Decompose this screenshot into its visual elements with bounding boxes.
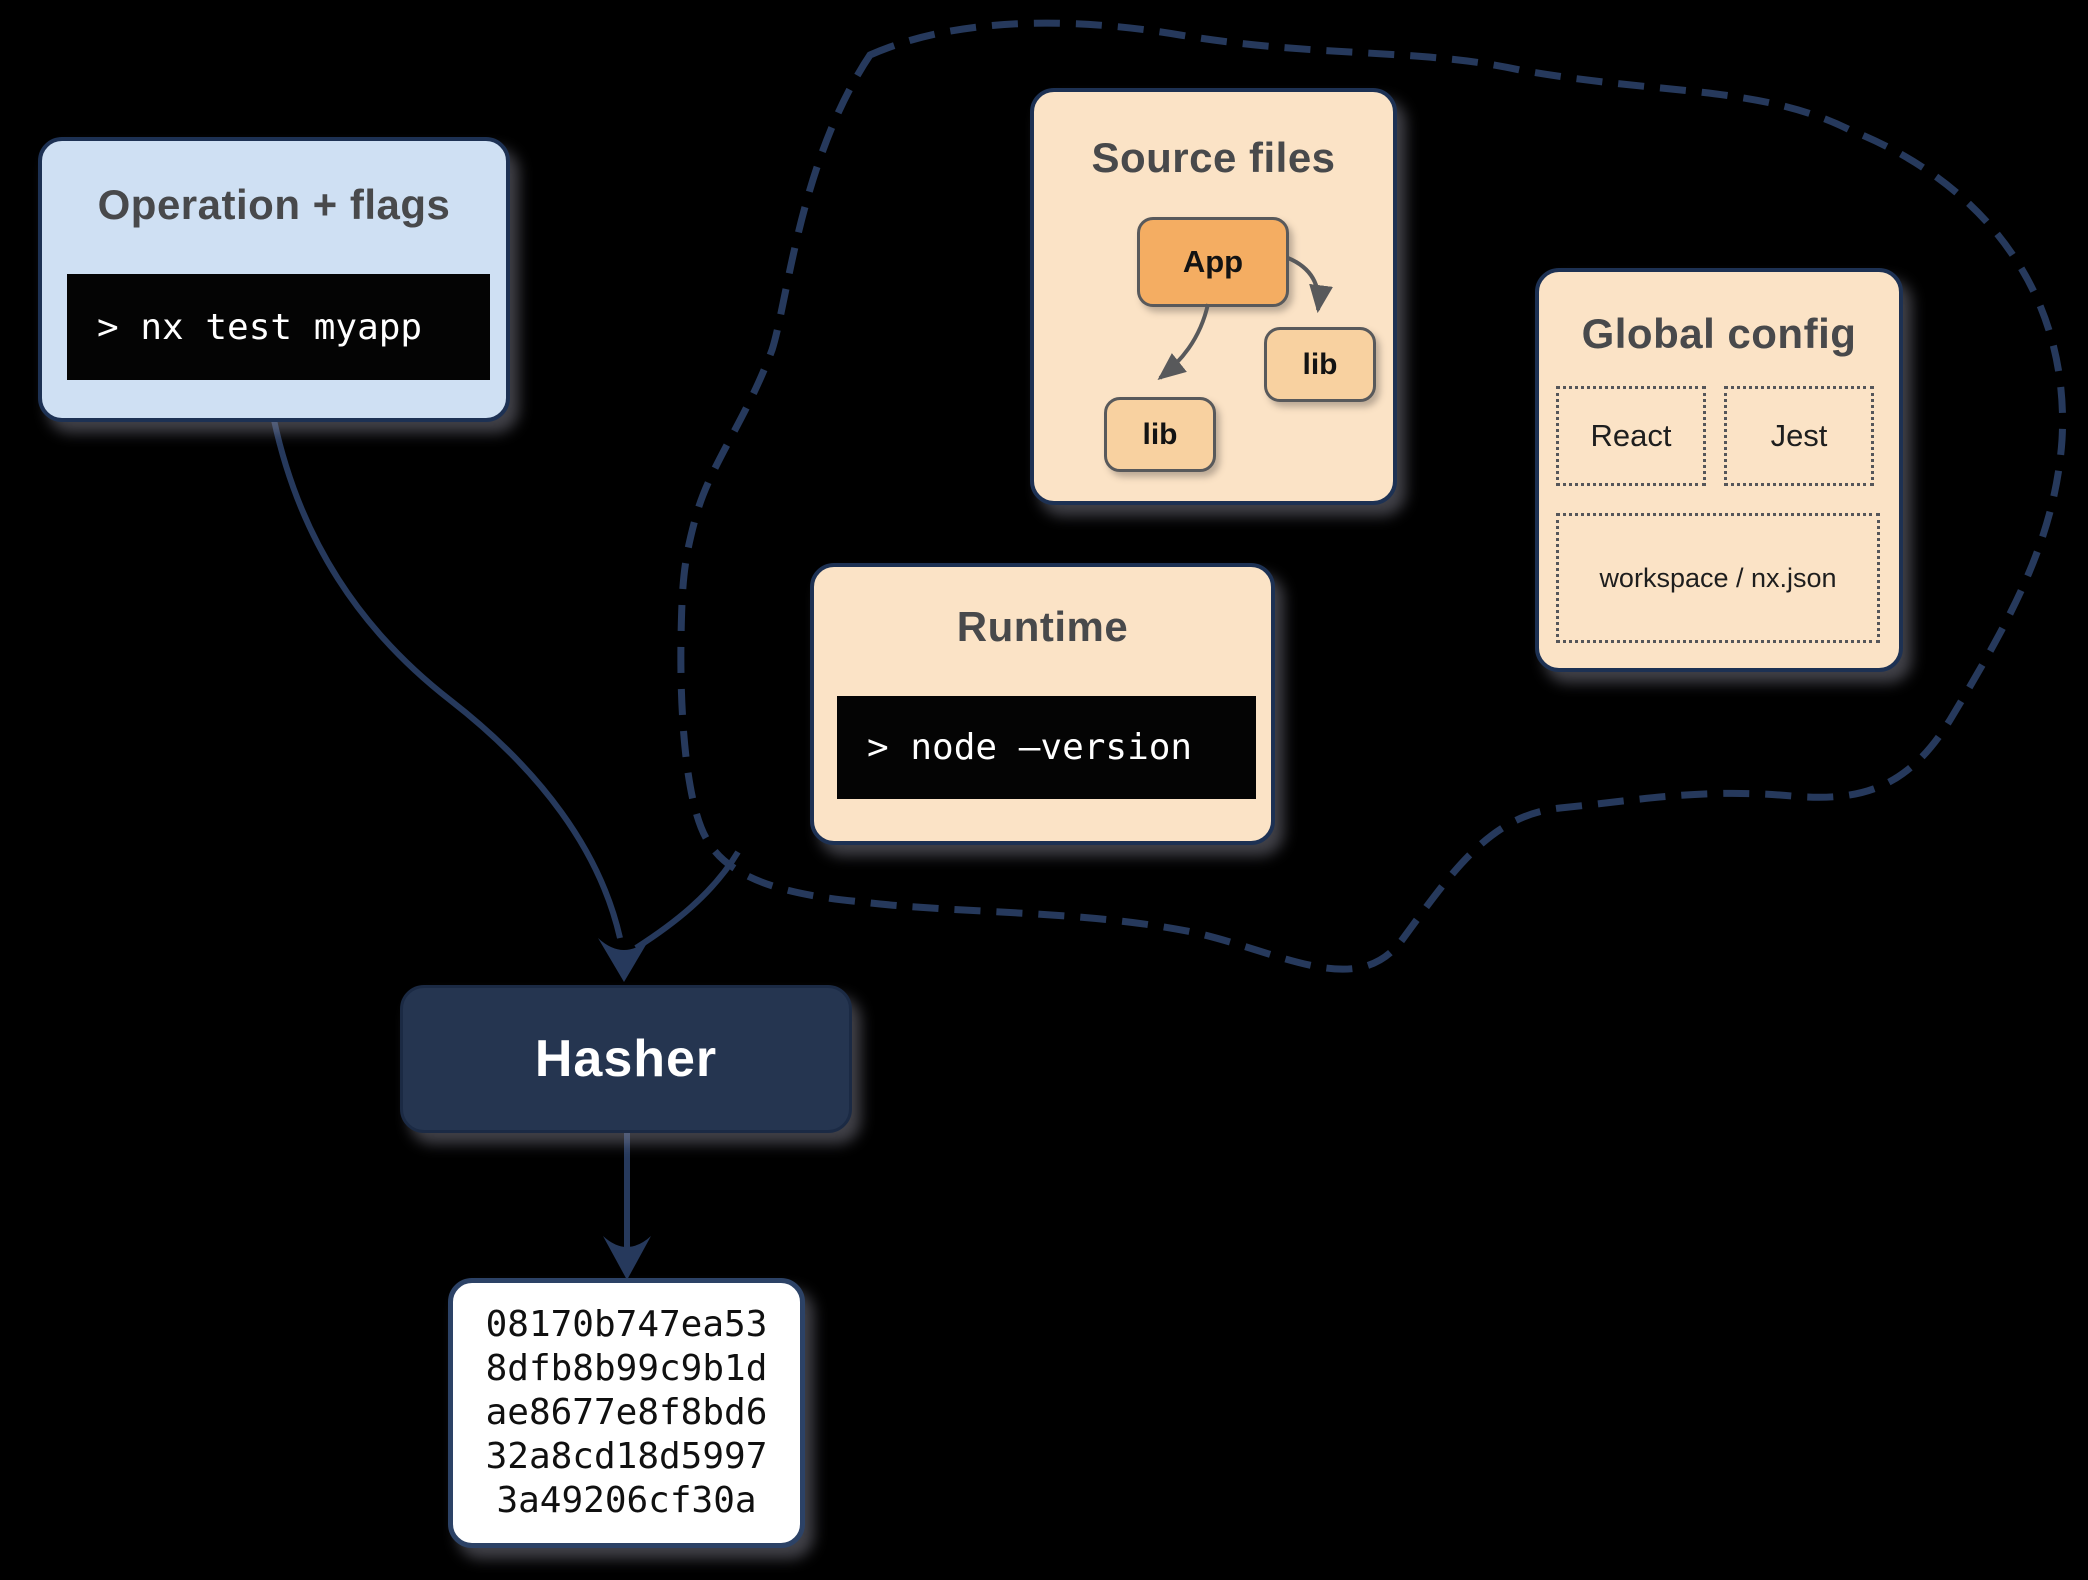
config-cell-react: React	[1556, 386, 1706, 486]
global-config-title: Global config	[1581, 310, 1857, 357]
operation-command: > nx test myapp	[97, 306, 423, 348]
global-config-box: Global config React Jest workspace / nx.…	[1535, 268, 1903, 672]
config-cell-workspace: workspace / nx.json	[1556, 513, 1880, 643]
runtime-title: Runtime	[956, 603, 1129, 650]
runtime-terminal: > node –version	[837, 696, 1256, 799]
source-files-box: Source files App lib lib	[1030, 88, 1397, 505]
hash-line: 08170b747ea53	[485, 1304, 768, 1345]
cloud-to-hasher-arrow	[634, 850, 741, 951]
lib-node: lib	[1264, 327, 1376, 402]
hash-output-box: 08170b747ea53 8dfb8b99c9b1d ae8677e8f8bd…	[448, 1278, 805, 1548]
hash-line: ae8677e8f8bd6	[485, 1392, 768, 1433]
runtime-command: > node –version	[867, 727, 1193, 768]
merge-arrowhead	[598, 938, 650, 982]
operation-flags-title: Operation + flags	[97, 181, 451, 228]
hash-line: 32a8cd18d5997	[485, 1436, 768, 1477]
hasher-box: Hasher	[400, 985, 852, 1133]
operation-to-hasher-arrow	[271, 419, 623, 939]
hash-arrowhead	[603, 1236, 651, 1280]
hash-line: 3a49206cf30a	[496, 1480, 757, 1521]
runtime-box: Runtime > node –version	[810, 563, 1275, 845]
operation-terminal: > nx test myapp	[67, 274, 490, 380]
operation-flags-box: Operation + flags > nx test myapp	[38, 137, 510, 422]
hash-line: 8dfb8b99c9b1d	[485, 1348, 768, 1389]
config-cell-jest: Jest	[1724, 386, 1874, 486]
app-node: App	[1137, 217, 1289, 307]
lib-node: lib	[1104, 397, 1216, 472]
source-files-title: Source files	[1091, 134, 1336, 181]
